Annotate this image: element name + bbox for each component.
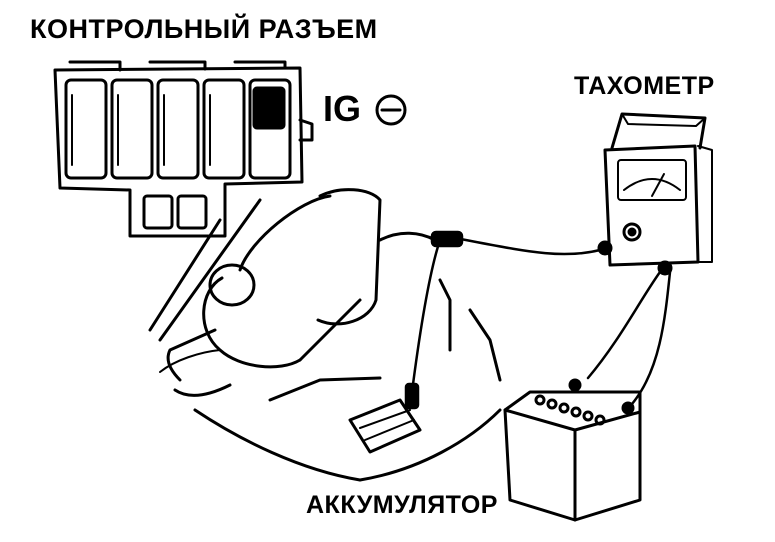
battery-label: АККУМУЛЯТОР: [306, 491, 498, 519]
tachometer-label: ТАХОМЕТР: [574, 72, 715, 100]
ig-terminal: [252, 86, 286, 130]
ig-terminal-label: IG: [323, 88, 362, 129]
check-connector-label: КОНТРОЛЬНЫЙ РАЗЪЕМ: [30, 14, 378, 44]
check-connector: [53, 60, 314, 238]
test-leads: [404, 230, 672, 410]
minus-circle-icon: [375, 94, 407, 126]
tachometer: [597, 112, 713, 276]
battery: [503, 378, 642, 522]
